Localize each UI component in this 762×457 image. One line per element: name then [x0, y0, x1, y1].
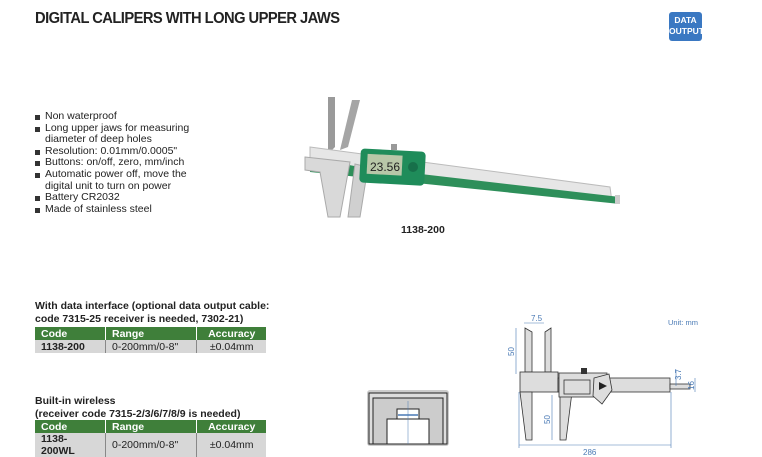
- dim-depth-rod: 3.7: [674, 368, 683, 380]
- dim-jaw-width: 7.5: [531, 314, 543, 323]
- feature-item: Non waterproof: [34, 110, 210, 123]
- product-caption: 1138-200: [401, 224, 445, 236]
- feature-item: Resolution: 0.01mm/0.0005": [34, 145, 210, 158]
- dim-length: 286: [583, 448, 597, 457]
- cell-code: 1138-200: [35, 340, 106, 353]
- cell-accuracy: ±0.04mm: [196, 433, 266, 457]
- dim-beam: 16: [687, 381, 696, 390]
- dim-lower-jaw: 50: [543, 415, 552, 424]
- cell-range: 0-200mm/0-8": [105, 340, 198, 353]
- badge-line1: DATA: [674, 15, 697, 25]
- cross-section-diagram: [367, 390, 449, 446]
- col-code: Code: [35, 327, 106, 340]
- feature-item: Made of stainless steel: [34, 203, 210, 216]
- dim-upper-jaw: 50: [507, 347, 516, 356]
- badge-line2: OUTPUT: [669, 26, 704, 36]
- col-range: Range: [105, 327, 198, 340]
- table2-heading-line2: (receiver code 7315-2/3/6/7/8/9 is neede…: [35, 407, 241, 420]
- page-title: DIGITAL CALIPERS WITH LONG UPPER JAWS: [35, 10, 340, 27]
- col-code: Code: [35, 420, 106, 433]
- table2-heading-line1: Built-in wireless: [35, 395, 116, 407]
- unit-label: Unit: mm: [668, 318, 698, 327]
- feature-item: Long upper jaws for measuring diameter o…: [34, 122, 210, 146]
- feature-item: Buttons: on/off, zero, mm/inch: [34, 157, 210, 169]
- table1-heading-line1: With data interface (optional data outpu…: [35, 300, 270, 312]
- col-accuracy: Accuracy: [196, 327, 266, 340]
- cell-range: 0-200mm/0-8": [105, 433, 198, 457]
- cell-code: 1138-200WL: [35, 433, 106, 457]
- col-range: Range: [105, 420, 198, 433]
- col-accuracy: Accuracy: [196, 420, 266, 433]
- caliper-photo: 23.56: [304, 97, 620, 218]
- table1-heading: With data interface (optional data outpu…: [35, 300, 269, 325]
- table2-heading: Built-in wireless(receiver code 7315-2/3…: [35, 395, 240, 420]
- lcd-display: 23.56: [370, 160, 400, 174]
- feature-item: Battery CR2032: [34, 192, 210, 204]
- feature-list: Non waterproof Long upper jaws for measu…: [34, 110, 210, 216]
- dimension-drawing: 7.5 Unit: mm 286 50 50 3.7 16: [507, 314, 698, 457]
- feature-item: Automatic power off, move the digital un…: [34, 168, 210, 192]
- cell-accuracy: ±0.04mm: [196, 340, 266, 353]
- table1-heading-line2: code 7315-25 receiver is needed, 7302-21…: [35, 312, 244, 325]
